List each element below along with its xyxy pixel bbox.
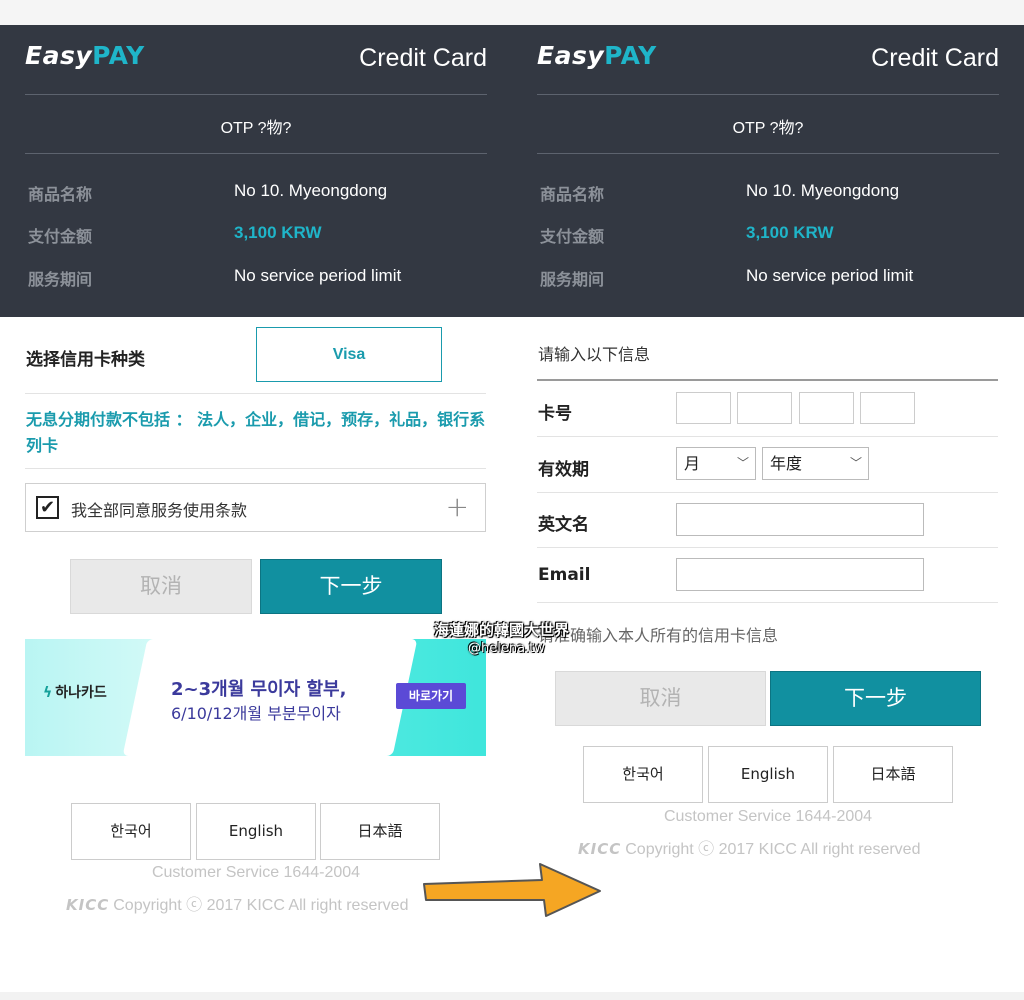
arrow-shape bbox=[423, 863, 601, 917]
kicc-logo: KICC bbox=[578, 840, 622, 858]
month-select-value: 月 bbox=[684, 454, 701, 473]
amount-label: 支付金额 bbox=[540, 227, 605, 246]
divider bbox=[25, 153, 487, 154]
divider bbox=[537, 547, 998, 548]
orange-arrow-icon bbox=[423, 863, 601, 917]
form-top-divider bbox=[537, 379, 998, 381]
banner-subline: 6/10/12개월 부분무이자 bbox=[171, 704, 341, 723]
email-label: Email bbox=[538, 565, 591, 585]
chevron-down-icon: ﹀ bbox=[736, 456, 749, 470]
expiry-month-select[interactable]: 月﹀ bbox=[676, 447, 756, 480]
customer-service: Customer Service 1644-2004 bbox=[663, 808, 873, 825]
divider bbox=[25, 393, 486, 394]
left-screen: EasyPAY Credit Card OTP ?物? 商品名称 No 10. … bbox=[0, 25, 512, 992]
expiry-year-select[interactable]: 年度 ﹀ bbox=[762, 447, 869, 480]
lang-english-button[interactable]: English bbox=[708, 746, 828, 803]
banner-headline: 2~3개월 무이자 할부, bbox=[171, 679, 347, 700]
card-number-input-3[interactable] bbox=[799, 392, 854, 424]
amount-label: 支付金额 bbox=[28, 227, 93, 246]
otp-label: OTP ?物? bbox=[220, 120, 292, 137]
terms-agree-row[interactable]: ✔ 我全部同意服务使用条款 + bbox=[25, 483, 486, 532]
cancel-button[interactable]: 取消 bbox=[555, 671, 766, 726]
agree-checkbox[interactable]: ✔ bbox=[36, 496, 59, 519]
product-name-label: 商品名称 bbox=[28, 185, 93, 204]
card-number-input-2[interactable] bbox=[737, 392, 792, 424]
card-number-input-1[interactable] bbox=[676, 392, 731, 424]
copyright-text: Copyright ⓒ 2017 KICC All right reserved bbox=[113, 897, 409, 914]
chevron-down-icon: ﹀ bbox=[849, 456, 862, 470]
cancel-button[interactable]: 取消 bbox=[70, 559, 252, 614]
lang-korean-button[interactable]: 한국어 bbox=[71, 803, 191, 860]
amount-value: 3,100 KRW bbox=[234, 223, 322, 242]
easypay-logo: EasyPAY bbox=[537, 41, 657, 70]
payment-header: EasyPAY Credit Card OTP ?物? 商品名称 No 10. … bbox=[0, 25, 512, 317]
page-title: Credit Card bbox=[359, 44, 487, 72]
service-period-label: 服务期间 bbox=[28, 270, 93, 289]
watermark-handle: @helena.tw bbox=[468, 641, 545, 656]
expand-plus-icon[interactable]: + bbox=[445, 490, 469, 523]
card-info-hint: 请准确输入本人所有的信用卡信息 bbox=[538, 626, 779, 645]
product-name-value: No 10. Myeongdong bbox=[746, 181, 900, 200]
amount-value: 3,100 KRW bbox=[746, 223, 834, 242]
divider bbox=[25, 94, 487, 95]
english-name-input[interactable] bbox=[676, 503, 924, 536]
logo-pay: PAY bbox=[92, 41, 145, 70]
form-title: 请输入以下信息 bbox=[538, 345, 651, 364]
divider bbox=[537, 436, 998, 437]
kicc-logo: KICC bbox=[66, 896, 110, 914]
lang-english-button[interactable]: English bbox=[196, 803, 316, 860]
logo-easy: Easy bbox=[25, 41, 93, 70]
divider bbox=[537, 492, 998, 493]
copyright-text: Copyright ⓒ 2017 KICC All right reserved bbox=[625, 841, 921, 858]
right-screen: EasyPAY Credit Card OTP ?物? 商品名称 No 10. … bbox=[512, 25, 1024, 992]
easypay-logo: EasyPAY bbox=[25, 41, 145, 70]
hanacard-mark-icon: ϟ bbox=[43, 685, 53, 701]
otp-label: OTP ?物? bbox=[732, 120, 804, 137]
english-name-label: 英文名 bbox=[538, 515, 589, 535]
product-name-label: 商品名称 bbox=[540, 185, 605, 204]
lang-japanese-button[interactable]: 日本語 bbox=[833, 746, 953, 803]
top-band bbox=[0, 0, 1024, 25]
next-button[interactable]: 下一步 bbox=[260, 559, 442, 614]
email-input[interactable] bbox=[676, 558, 924, 591]
card-number-input-4[interactable] bbox=[860, 392, 915, 424]
logo-easy: Easy bbox=[537, 41, 605, 70]
service-period-value: No service period limit bbox=[746, 266, 914, 285]
divider bbox=[537, 94, 999, 95]
lang-korean-button[interactable]: 한국어 bbox=[583, 746, 703, 803]
divider bbox=[537, 153, 999, 154]
divider bbox=[25, 468, 486, 469]
divider bbox=[537, 602, 998, 603]
page-title: Credit Card bbox=[871, 44, 999, 72]
watermark-title: 海蓮娜的韓國大世界 bbox=[434, 621, 570, 639]
year-select-value: 年度 bbox=[770, 454, 803, 473]
customer-service: Customer Service 1644-2004 bbox=[151, 864, 361, 881]
agree-label: 我全部同意服务使用条款 bbox=[71, 501, 248, 520]
card-type-label: 选择信用卡种类 bbox=[26, 350, 145, 370]
card-number-label: 卡号 bbox=[538, 404, 572, 424]
product-name-value: No 10. Myeongdong bbox=[234, 181, 388, 200]
bottom-band bbox=[0, 992, 1024, 1000]
payment-header: EasyPAY Credit Card OTP ?物? 商品名称 No 10. … bbox=[512, 25, 1024, 317]
logo-pay: PAY bbox=[604, 41, 657, 70]
card-type-visa-button[interactable]: Visa bbox=[256, 327, 442, 382]
lang-japanese-button[interactable]: 日本語 bbox=[320, 803, 440, 860]
service-period-value: No service period limit bbox=[234, 266, 402, 285]
expiry-label: 有效期 bbox=[538, 460, 589, 480]
installment-notice: 无息分期付款不包括 ： 法人，企业，借记，预存，礼品，银行系列卡 bbox=[26, 410, 486, 455]
banner-go-button[interactable]: 바로가기 bbox=[396, 683, 466, 709]
hanacard-brand: 하나카드 bbox=[55, 685, 107, 701]
next-button[interactable]: 下一步 bbox=[770, 671, 981, 726]
service-period-label: 服务期间 bbox=[540, 270, 605, 289]
